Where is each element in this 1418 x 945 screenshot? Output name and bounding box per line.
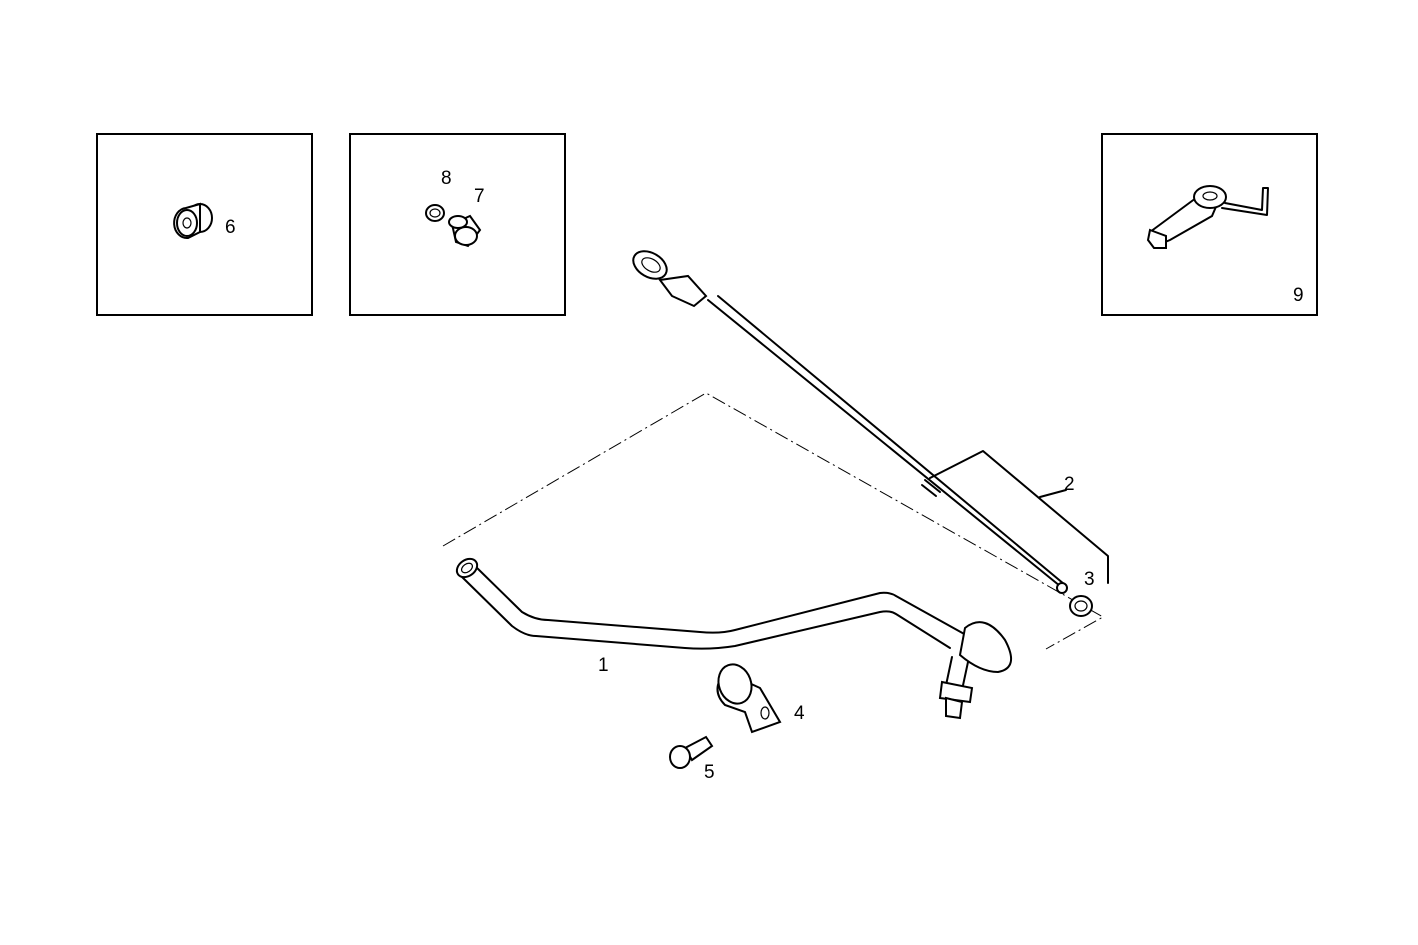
callout-9: 9 <box>1293 285 1304 306</box>
part-6-grommet <box>173 202 213 240</box>
part-4-clamp <box>716 663 782 734</box>
callout-7: 7 <box>474 186 485 207</box>
callout-2: 2 <box>1064 474 1075 495</box>
part-1-guide-tube <box>455 557 1013 720</box>
inset-box-6: 6 <box>96 133 313 316</box>
callout-8: 8 <box>441 168 452 189</box>
assembly-outline <box>442 392 1105 650</box>
part-3-seal-ring <box>1069 595 1093 617</box>
callout-6: 6 <box>225 217 236 238</box>
part-5-bolt <box>669 735 714 769</box>
inset-box-9: 9 <box>1101 133 1318 316</box>
part-7-plug <box>448 214 482 248</box>
callout-3: 3 <box>1084 569 1095 590</box>
part-9-bracket <box>1146 185 1269 249</box>
part-8-washer <box>425 204 445 222</box>
inset-box-7-8: 8 7 <box>349 133 566 316</box>
callout-4: 4 <box>794 703 805 724</box>
callout-5: 5 <box>704 762 715 783</box>
part-2-dipstick <box>632 250 1109 594</box>
callout-1: 1 <box>598 655 609 676</box>
